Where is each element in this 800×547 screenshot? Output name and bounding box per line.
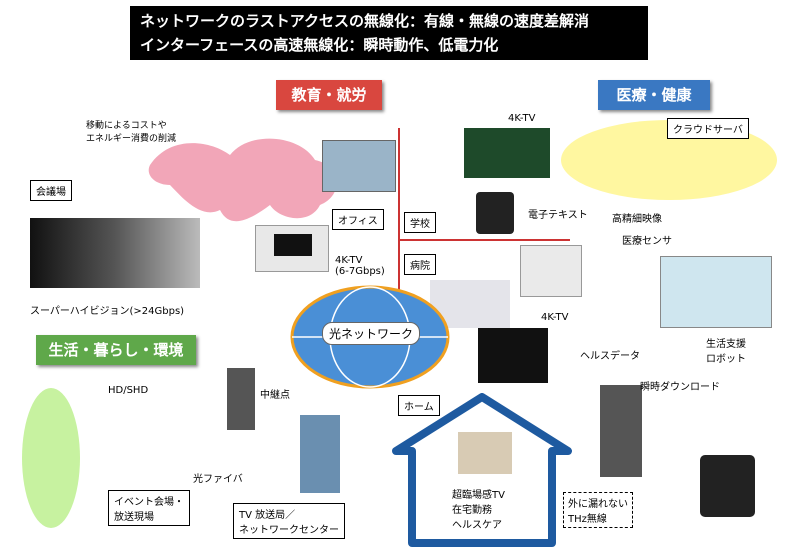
divider-horizontal (400, 239, 570, 241)
cloud-server (561, 120, 777, 200)
robot-label: 生活支援 ロボット (706, 339, 746, 365)
hd-shd-label: HD/SHD (108, 385, 149, 396)
event-label: イベント会場・ 放送現場 (108, 490, 190, 526)
ipad-image (700, 455, 755, 517)
shv-label: スーパーハイビジョン(>24Gbps) (30, 306, 185, 317)
divider-vertical (398, 128, 400, 318)
download-kiosk-image (600, 385, 642, 477)
hd-video-label: 高精細映像 (612, 214, 662, 225)
medical-scan-image (478, 328, 548, 383)
diagram-title: ネットワークのラストアクセスの無線化：有線・無線の速度差解消 インターフェースの… (130, 6, 648, 60)
broadcast-building-image (300, 415, 340, 493)
hospital-4k-tv-label: 4K-TV (541, 312, 569, 323)
tablet-image (476, 192, 514, 234)
patient-robot-image (660, 256, 772, 328)
relay-label: 中継点 (260, 390, 290, 401)
office-room-image (255, 225, 329, 272)
elderly-couple-photo (458, 432, 512, 474)
section-medical: 医療・健康 (598, 80, 710, 110)
tv-screen (274, 234, 312, 256)
section-life: 生活・暮らし・環境 (36, 335, 196, 365)
fiber-label: 光ファイバ (193, 474, 243, 485)
office-4k-tv-label: 4K-TV (6-7Gbps) (335, 255, 385, 277)
broadcast-label: TV 放送局／ ネットワークセンター (233, 503, 345, 539)
hospital-label: 病院 (404, 254, 436, 275)
home-services-label: 超臨場感TV 在宅勤務 ヘルスケア (452, 490, 505, 531)
world-map (148, 138, 337, 222)
conference-label: 会議場 (30, 180, 72, 201)
blackboard-teacher-image (464, 128, 550, 178)
event-field-image (22, 388, 80, 528)
relay-tower-image (227, 368, 255, 430)
health-data-label: ヘルスデータ (580, 351, 640, 362)
cost-label: 移動によるコストや エネルギー消費の削減 (86, 121, 177, 144)
conference-image (30, 218, 200, 288)
instant-download-label: 瞬時ダウンロード (640, 382, 720, 393)
office-label: オフィス (332, 209, 384, 230)
etext-label: 電子テキスト (528, 210, 588, 221)
title-line-1: ネットワークのラストアクセスの無線化：有線・無線の速度差解消 (140, 12, 589, 30)
home-label: ホーム (398, 395, 440, 416)
title-line-2: インターフェースの高速無線化：瞬時動作、低電力化 (140, 36, 499, 54)
school-4k-tv-label: 4K-TV (508, 113, 536, 124)
medical-sensor-label: 医療センサ (622, 236, 672, 247)
thz-label: 外に漏れない THz無線 (563, 492, 633, 528)
section-education: 教育・就労 (276, 80, 382, 110)
optical-network-label: 光ネットワーク (322, 322, 420, 345)
cloud-server-label: クラウドサーバ (667, 118, 749, 139)
office-photo (322, 140, 396, 192)
school-label: 学校 (404, 212, 436, 233)
hospital-building-image (520, 245, 582, 297)
